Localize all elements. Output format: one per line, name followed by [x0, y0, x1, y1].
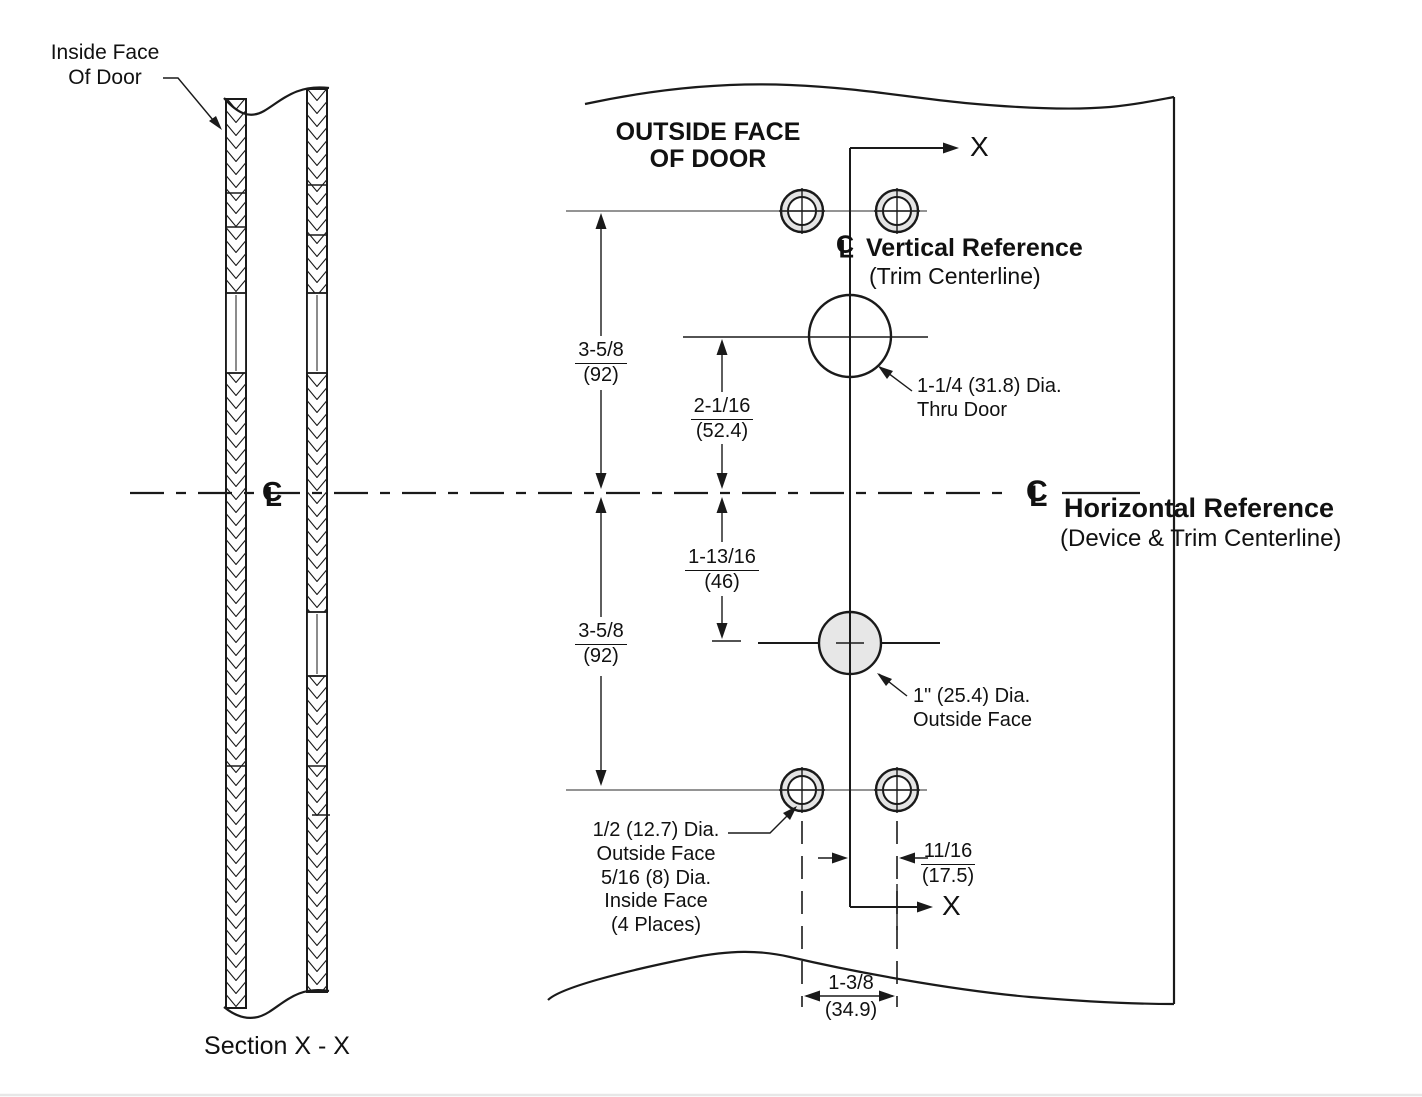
section-bottom-break-line [223, 988, 330, 1019]
axis-label-bottom: X [942, 890, 961, 921]
mounting-holes-leader [728, 806, 797, 834]
axis-label-top: X [970, 131, 989, 162]
dim-hole-spacing-imperial: 1-3/8 [828, 972, 874, 994]
dim-top-row-lines [595, 213, 607, 489]
section-view-geometry [223, 86, 330, 1019]
outside-face-header: OUTSIDE FACE OF DOOR [615, 118, 801, 173]
section-top-break-line [223, 86, 330, 116]
inside-face-callout: Inside Face Of Door [50, 41, 160, 89]
dim-outside-hole-lines [716, 497, 728, 639]
dim-horizontal-offset-lines [818, 852, 928, 864]
bolt-hole-crosshairs [779, 188, 920, 813]
centerline-symbol-section: CL [262, 476, 283, 512]
dim-thru-hole: 2-1/16 (52.4) [685, 395, 759, 443]
outside-face-hole-callout: 1" (25.4) Dia. Outside Face [913, 685, 1032, 731]
outside-hole-centerline [712, 640, 940, 644]
dim-horizontal-offset: 11/16 (17.5) [920, 840, 976, 887]
horizontal-reference-subtitle: (Device & Trim Centerline) [1060, 525, 1342, 552]
vertical-reference-subtitle: (Trim Centerline) [869, 263, 1041, 289]
inside-face-leader [163, 77, 222, 130]
mounting-holes-callout: 1/2 (12.7) Dia. Outside Face 5/16 (8) Di… [592, 819, 720, 937]
dim-thru-hole-lines [716, 339, 728, 489]
outside-hole-leader [877, 673, 908, 697]
vertical-reference-axis [849, 142, 959, 913]
centerline-symbol-vertical: CL [836, 231, 855, 264]
centerline-symbol-horizontal: CL [1026, 475, 1048, 514]
dim-hole-spacing-lines [804, 990, 895, 1002]
door-outline [547, 83, 1176, 1006]
section-label: Section X - X [204, 1032, 350, 1060]
dim-bottom-row-lines [595, 497, 607, 786]
door-skin-outside [306, 88, 328, 993]
door-bottom-break-line [547, 950, 1175, 1006]
dim-outside-hole-offset: 1-13/16 (46) [682, 546, 762, 594]
thru-door-callout: 1-1/4 (31.8) Dia. Thru Door [917, 375, 1062, 421]
vertical-reference-title: Vertical Reference [866, 234, 1083, 262]
thru-door-leader [878, 366, 913, 392]
horizontal-reference-title: Horizontal Reference [1064, 493, 1335, 523]
dim-top-row: 3-5/8 (92) [564, 339, 638, 387]
dim-bottom-row: 3-5/8 (92) [564, 620, 638, 668]
door-skin-inside [225, 98, 247, 1009]
door-top-break-line [584, 83, 1175, 110]
dim-hole-spacing-metric: (34.9) [824, 999, 878, 1021]
